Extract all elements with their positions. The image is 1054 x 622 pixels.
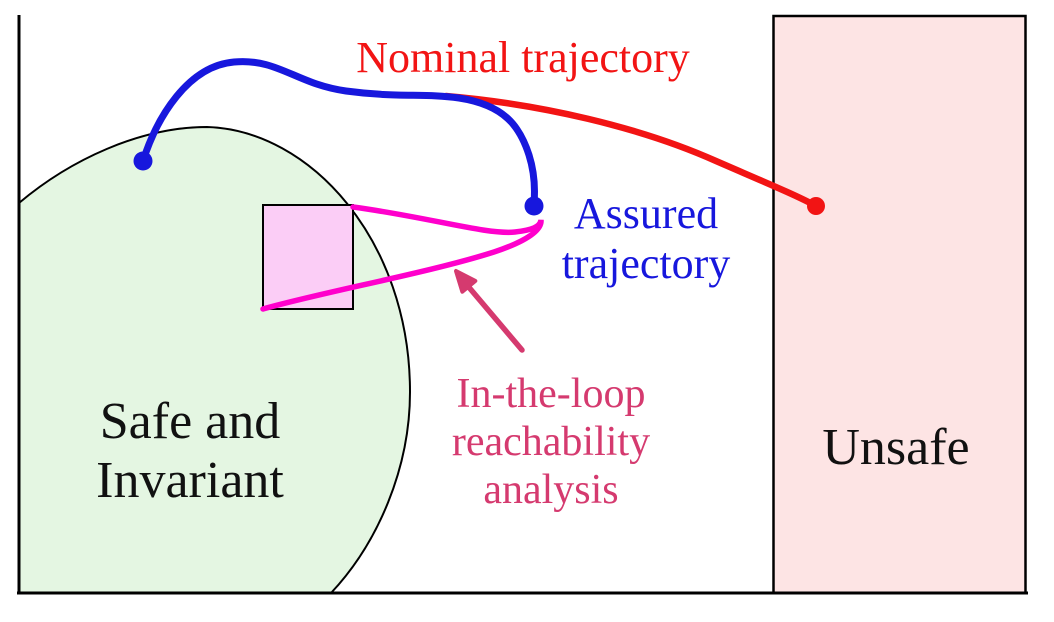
nominal-trajectory-label: Nominal trajectory — [356, 33, 690, 82]
nominal-endpoint-dot — [807, 197, 825, 215]
nominal-trajectory-curve — [442, 92, 818, 209]
annotation-arrow-line — [464, 282, 525, 353]
reachability-funnel-curve — [260, 204, 544, 312]
assured-trajectory-label-line2: trajectory — [562, 239, 731, 288]
annotation-arrow-head — [454, 269, 478, 294]
assured-start-dot — [133, 151, 153, 171]
reach-set-square — [262, 204, 354, 310]
assured-trajectory-curve — [139, 58, 538, 207]
unsafe-label: Unsafe — [822, 419, 969, 476]
reachability-label-line2: reachability — [452, 419, 650, 465]
reachability-label-line1: In-the-loop — [457, 371, 646, 417]
safe-invariant-label-line2: Invariant — [96, 452, 284, 509]
assured-endpoint-dot — [524, 196, 544, 216]
safe-invariant-label-line1: Safe and — [100, 393, 280, 450]
reachability-label-line3: analysis — [483, 467, 618, 513]
safe-invariant-region — [18, 125, 412, 594]
unsafe-region — [772, 14, 1027, 595]
assured-trajectory-label-line1: Assured — [574, 189, 718, 238]
